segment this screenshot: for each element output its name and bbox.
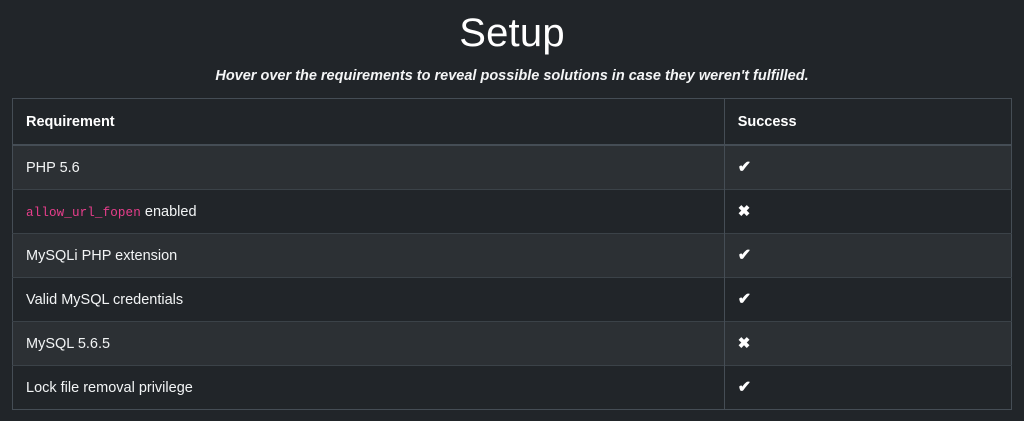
requirements-table: Requirement Success PHP 5.6✔passedallow_…: [12, 97, 1012, 410]
requirement-cell[interactable]: PHP 5.6: [12, 144, 725, 190]
page-subtitle: Hover over the requirements to reveal po…: [215, 68, 809, 84]
requirement-cell[interactable]: Lock file removal privilege: [12, 364, 725, 410]
success-cell: ✖failed: [724, 188, 1012, 234]
success-cell: ✔passed: [724, 364, 1012, 410]
success-cell: ✖failed: [724, 320, 1012, 366]
table-body: PHP 5.6✔passedallow_url_fopen enabled✖fa…: [12, 144, 1012, 410]
table-row[interactable]: MySQLi PHP extension ✔passed: [12, 232, 1012, 278]
success-cell: ✔passed: [724, 144, 1012, 190]
requirement-label: MySQLi PHP extension: [26, 247, 178, 264]
table-header-row: Requirement Success: [12, 98, 1012, 147]
requirement-cell[interactable]: MySQLi PHP extension: [12, 232, 725, 278]
requirement-label: allow_url_fopen enabled: [26, 204, 197, 220]
success-cell: ✔passed: [724, 276, 1012, 322]
requirement-cell[interactable]: allow_url_fopen enabled: [12, 188, 725, 234]
check-icon: ✔: [737, 159, 752, 177]
table-header: Requirement Success: [12, 98, 1012, 147]
requirement-cell[interactable]: MySQL 5.6.5: [12, 320, 725, 366]
table-row[interactable]: MySQL 5.6.5 ✖failed: [12, 320, 1012, 366]
requirement-suffix: enabled: [140, 203, 197, 220]
inline-code: allow_url_fopen: [26, 205, 141, 220]
status-text: passed: [751, 247, 752, 248]
status-text: failed: [750, 335, 751, 336]
check-icon: ✔: [737, 290, 752, 308]
table-row[interactable]: Lock file removal privilege ✔passed: [12, 364, 1012, 410]
table-row[interactable]: Valid MySQL credentials ✔passed: [12, 276, 1012, 322]
status-text: passed: [751, 291, 752, 292]
times-icon: ✖: [737, 203, 751, 221]
column-header-success: Success: [724, 98, 1012, 147]
check-icon: ✔: [737, 246, 752, 264]
column-header-requirement: Requirement: [12, 98, 725, 147]
status-text: passed: [751, 159, 752, 160]
status-text: failed: [750, 203, 751, 204]
requirement-label: PHP 5.6: [26, 160, 80, 177]
check-icon: ✔: [737, 378, 752, 396]
table-row[interactable]: PHP 5.6 ✔passed: [12, 144, 1012, 190]
requirement-cell[interactable]: Valid MySQL credentials: [12, 276, 725, 322]
status-text: passed: [751, 379, 752, 380]
page-title: Setup: [459, 11, 565, 55]
requirement-label: Lock file removal privilege: [26, 379, 193, 396]
requirement-label: MySQL 5.6.5: [26, 335, 111, 352]
table-row[interactable]: allow_url_fopen enabled ✖failed: [12, 188, 1012, 234]
requirement-label: Valid MySQL credentials: [26, 291, 184, 308]
success-cell: ✔passed: [724, 232, 1012, 278]
times-icon: ✖: [737, 335, 751, 353]
